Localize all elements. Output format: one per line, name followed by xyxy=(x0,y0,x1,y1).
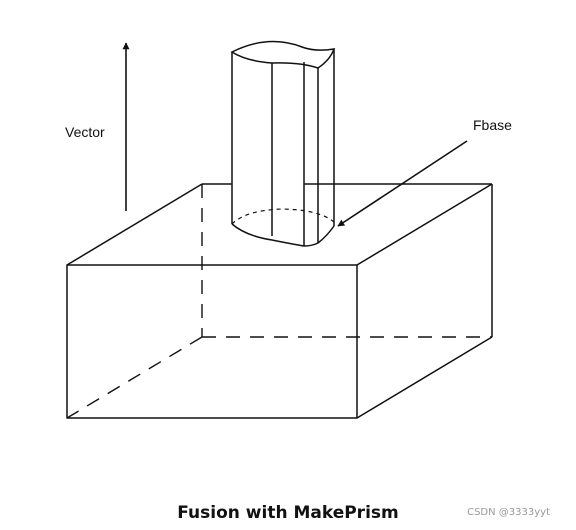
watermark: CSDN @3333yyt xyxy=(467,507,550,518)
fbase-arrow xyxy=(337,140,468,227)
fbase-label: Fbase xyxy=(473,117,512,133)
vector-label: Vector xyxy=(65,124,105,140)
box-hidden-edges xyxy=(66,184,492,419)
box-solid xyxy=(66,183,493,419)
figure-caption: Fusion with MakePrism xyxy=(177,503,399,523)
cylinder xyxy=(230,40,336,247)
prism-fusion-diagram: Vector Fbase xyxy=(65,40,512,419)
